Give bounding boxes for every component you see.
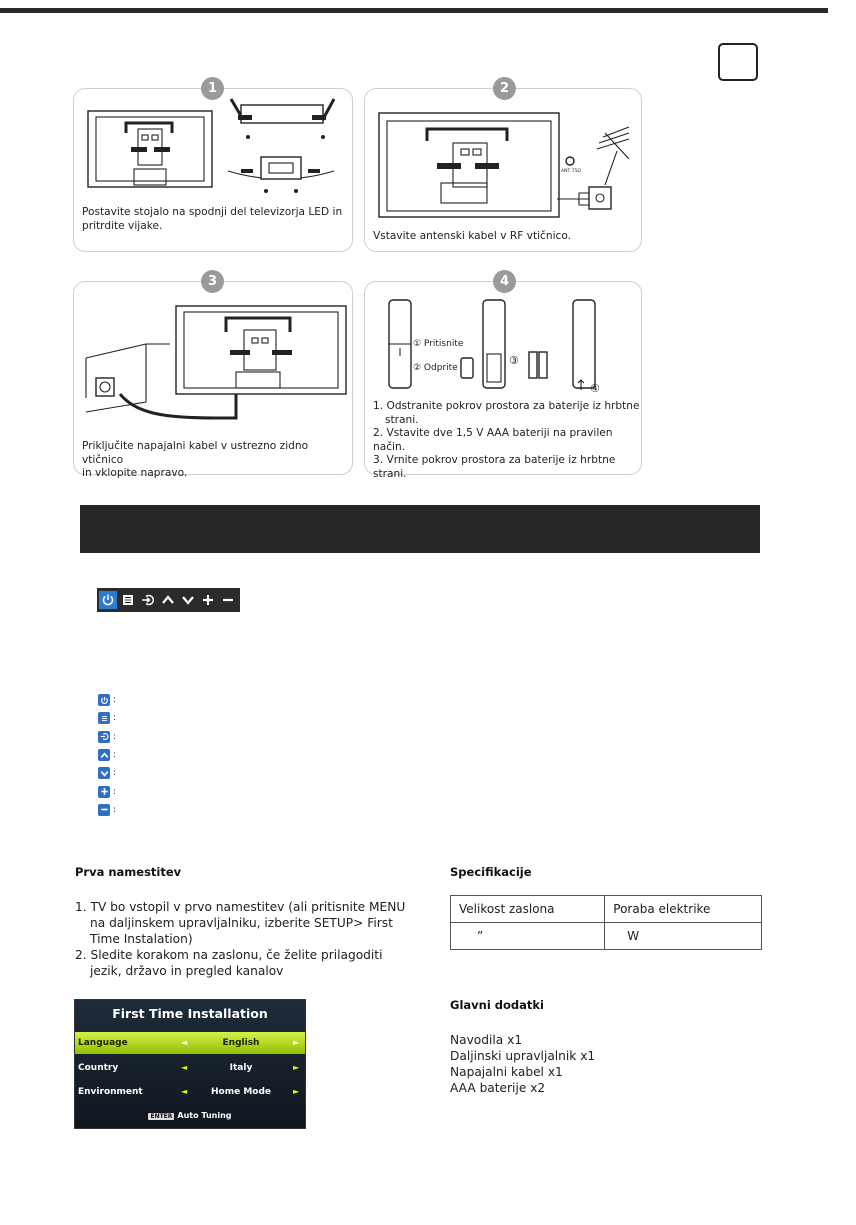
control-legend: : : : : : : : <box>98 691 116 819</box>
step-number-badge: 3 <box>201 270 224 293</box>
first-install-steps: 1. TV bo vstopil v prvo namestitev (ali … <box>75 900 406 978</box>
legend-row: : <box>98 764 116 782</box>
step-4-caption: 1. Odstranite pokrov prostora za baterij… <box>373 400 640 480</box>
spec-value-power: W <box>604 922 762 950</box>
step-number-badge: 1 <box>201 77 224 100</box>
arrow-right-icon[interactable]: ► <box>293 1063 300 1072</box>
tv-control-panel <box>97 588 240 612</box>
specs-heading: Specifikacije <box>450 865 532 879</box>
minus-icon[interactable] <box>219 591 237 609</box>
legend-row: : <box>98 746 116 764</box>
step-3-panel: 3 Priključite napajalni kabel v ustrezno… <box>73 270 353 479</box>
legend-row: : <box>98 728 116 746</box>
step-1-caption: Postavite stojalo na spodnji del televiz… <box>82 206 343 232</box>
power-cable-illustration <box>85 305 347 420</box>
antenna-illustration <box>378 112 630 218</box>
accessories-list: Navodila x1 Daljinski upravljalnik x1 Na… <box>450 1032 595 1096</box>
step-number-badge: 4 <box>493 270 516 293</box>
step-number-badge: 2 <box>493 77 516 100</box>
spec-value-screen: ” <box>449 922 606 950</box>
list-item: Navodila x1 <box>450 1033 523 1047</box>
accessories-heading: Glavni dodatki <box>450 998 544 1012</box>
chevron-down-icon <box>98 767 110 780</box>
first-install-heading: Prva namestitev <box>75 865 182 879</box>
step-mark-3: ③ <box>509 354 519 367</box>
section-banner <box>80 505 760 553</box>
top-rule <box>0 8 828 13</box>
first-time-installation-osd: First Time Installation Language ◄ Engli… <box>74 999 306 1129</box>
open-label: ② Odprite <box>413 363 458 373</box>
minus-icon <box>98 803 110 816</box>
arrow-right-icon[interactable]: ► <box>293 1087 300 1096</box>
power-icon[interactable] <box>99 591 117 609</box>
tv-stand-illustration <box>87 98 336 193</box>
spec-header-power: Poraba elektrike <box>604 895 762 923</box>
chevron-down-icon[interactable] <box>179 591 197 609</box>
arrow-left-icon[interactable]: ◄ <box>181 1087 188 1096</box>
list-item: AAA baterije x2 <box>450 1081 546 1095</box>
remote-battery-illustration <box>388 299 596 390</box>
plus-icon <box>98 785 110 798</box>
step-3-caption: Priključite napajalni kabel v ustrezno z… <box>82 440 309 479</box>
legend-row: : <box>98 801 116 819</box>
legend-row: : <box>98 709 116 727</box>
menu-icon <box>98 712 110 725</box>
step-4-panel: ① Pritisnite ② Odprite ③ ④ 4 1. Odstrani… <box>364 270 642 480</box>
arrow-left-icon[interactable]: ◄ <box>181 1063 188 1072</box>
source-icon[interactable] <box>139 591 157 609</box>
osd-row-language[interactable]: Language ◄ English ► <box>75 1032 305 1054</box>
plus-icon[interactable] <box>199 591 217 609</box>
table-row: Velikost zaslona Poraba elektrike <box>449 895 762 923</box>
osd-row-country[interactable]: Country ◄ Italy ► <box>78 1063 300 1073</box>
source-icon <box>98 730 110 743</box>
legend-row: : <box>98 782 116 800</box>
step-2-caption: Vstavite antenski kabel v RF vtičnico. <box>373 230 572 242</box>
specs-table: Velikost zaslona Poraba elektrike ” W <box>449 895 762 950</box>
press-label: ① Pritisnite <box>413 339 464 349</box>
arrow-left-icon[interactable]: ◄ <box>181 1038 188 1047</box>
list-item: Daljinski upravljalnik x1 <box>450 1049 596 1063</box>
spec-header-screen: Velikost zaslona <box>449 895 606 923</box>
osd-title: First Time Installation <box>112 1006 268 1021</box>
power-icon <box>98 694 110 707</box>
table-row: ” W <box>449 922 762 950</box>
menu-icon[interactable] <box>119 591 137 609</box>
page-number-box <box>718 43 758 81</box>
list-item: Napajalni kabel x1 <box>450 1065 563 1079</box>
step-1-panel: 1 Postavite stojalo na spodnji del telev… <box>73 77 353 252</box>
osd-row-environment[interactable]: Environment ◄ Home Mode ► <box>78 1087 300 1097</box>
chevron-up-icon <box>98 749 110 762</box>
enter-key-icon: ENTER <box>148 1113 175 1120</box>
step-mark-4: ④ <box>590 382 600 395</box>
legend-row: : <box>98 691 116 709</box>
chevron-up-icon[interactable] <box>159 591 177 609</box>
step-2-panel: ANT 75Ω 2 Vstavite antenski kabel v RF v… <box>364 77 642 252</box>
arrow-right-icon[interactable]: ► <box>293 1038 300 1047</box>
antenna-label: ANT 75Ω <box>561 169 581 174</box>
